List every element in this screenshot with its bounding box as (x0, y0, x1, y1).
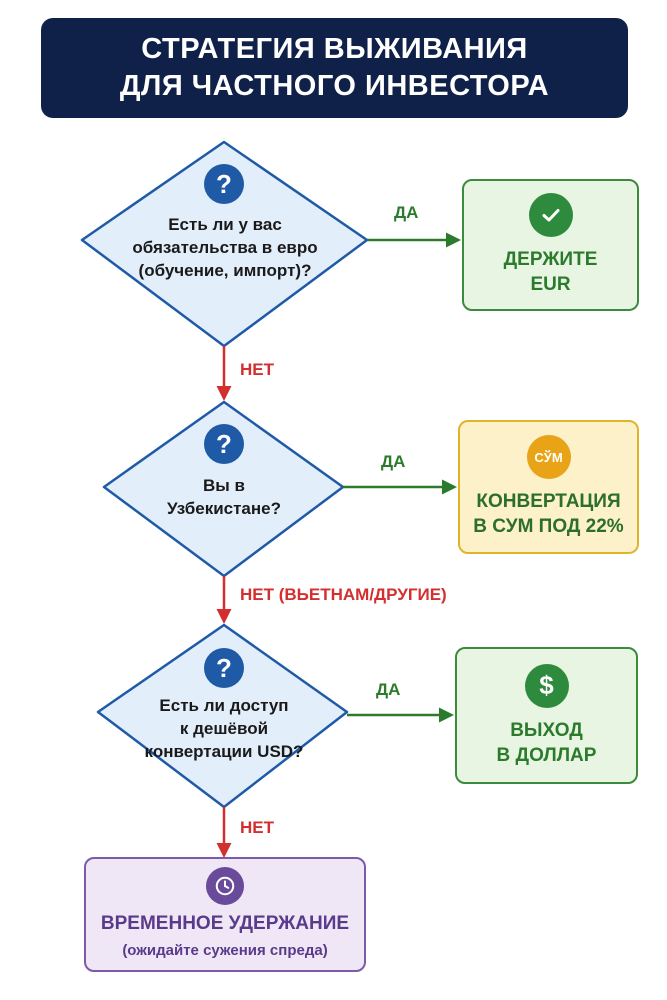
outcome-1-text: ДЕРЖИТЕ EUR (503, 249, 598, 295)
question-3-text: Есть ли доступ к дешёвой конвертации USD… (144, 696, 304, 761)
outcome-hold-eur: ДЕРЖИТЕ EUR (462, 179, 639, 311)
no-label-1: НЕТ (240, 360, 274, 379)
outcome-3-text: ВЫХОД В ДОЛЛАР (496, 719, 597, 766)
question-mark-icon: ? (204, 164, 244, 204)
outcome-2-text: КОНВЕРТАЦИЯ В СУМ ПОД 22% (473, 491, 624, 537)
clock-icon (206, 867, 244, 905)
question-mark-icon: ? (204, 648, 244, 688)
title-line-1: СТРАТЕГИЯ ВЫЖИВАНИЯ (141, 33, 528, 65)
title-banner: СТРАТЕГИЯ ВЫЖИВАНИЯ ДЛЯ ЧАСТНОГО ИНВЕСТО… (41, 18, 628, 118)
checkmark-icon (528, 193, 573, 237)
yes-label-1: ДА (394, 203, 419, 222)
question-mark-icon: ? (204, 424, 244, 464)
final-title: ВРЕМЕННОЕ УДЕРЖАНИЕ (100, 913, 350, 934)
dollar-icon: $ (524, 663, 569, 708)
title-line-2: ДЛЯ ЧАСТНОГО ИНВЕСТОРА (119, 70, 550, 102)
yes-label-3: ДА (376, 680, 401, 699)
outcome-temporary-hold: ВРЕМЕННОЕ УДЕРЖАНИЕ (ожидайте сужения сп… (84, 857, 366, 972)
sum-currency-icon: СЎМ (526, 435, 571, 479)
question-2-text: Вы в Узбекистане? (166, 476, 281, 518)
no-label-2: НЕТ (ВЬЕТНАМ/ДРУГИЕ) (240, 585, 447, 604)
outcome-convert-sum: СЎМ КОНВЕРТАЦИЯ В СУМ ПОД 22% (458, 420, 639, 554)
outcome-exit-dollar: $ ВЫХОД В ДОЛЛАР (455, 647, 638, 784)
no-label-3: НЕТ (240, 818, 274, 837)
yes-label-2: ДА (381, 452, 406, 471)
question-1-text: Есть ли у вас обязательства в евро (обуч… (132, 215, 318, 280)
final-subtitle: (ожидайте сужения спреда) (122, 942, 328, 959)
